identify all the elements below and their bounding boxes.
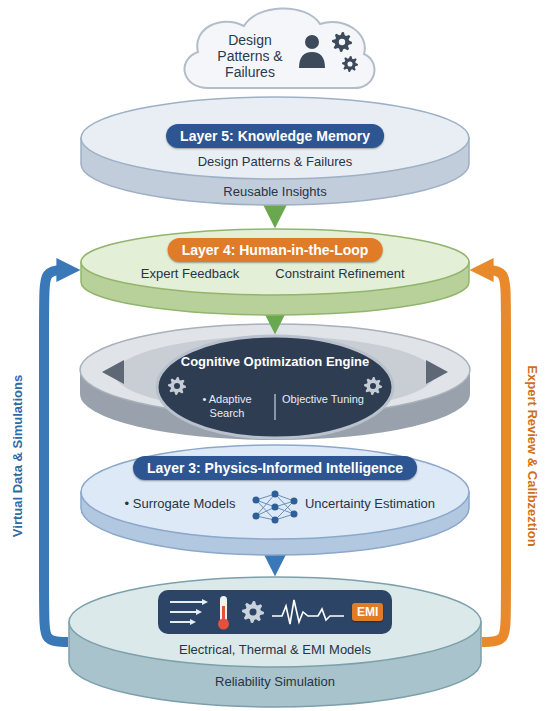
gear-icon bbox=[242, 601, 264, 623]
layer-text: Constraint Refinement bbox=[260, 266, 420, 282]
layer-title: Layer 3: Physics-Informed Intelligence bbox=[147, 460, 403, 476]
gear-hole bbox=[347, 61, 352, 66]
emi-label: EMI bbox=[357, 605, 378, 619]
engine-title: Cognitive Optimization Engine bbox=[175, 354, 375, 370]
layer-text: Reliability Simulation bbox=[68, 674, 482, 690]
layer-title-pill: Layer 4: Human-in-the-Loop bbox=[168, 238, 383, 262]
network-node bbox=[291, 498, 298, 505]
flow-arrow bbox=[271, 316, 280, 320]
edge-label: Virtual Data & Simulations bbox=[10, 375, 26, 537]
cloud-outline bbox=[185, 8, 375, 88]
person-icon bbox=[305, 35, 319, 49]
thermometer-icon bbox=[220, 596, 227, 622]
disk-face bbox=[69, 577, 481, 667]
gear-icon bbox=[168, 377, 186, 395]
simulation-panel bbox=[158, 590, 392, 634]
layer-title-pill: Layer 3: Physics-Informed Intelligence bbox=[133, 456, 417, 480]
engine-text: Objective Tuning bbox=[281, 392, 365, 406]
knowledge-cloud: Design Patterns & Failures bbox=[170, 2, 380, 94]
disk-face bbox=[81, 445, 469, 539]
disk-face bbox=[81, 229, 469, 295]
cloud-text: Design Patterns & Failures bbox=[206, 32, 294, 80]
network-node bbox=[272, 517, 279, 524]
engine-outline bbox=[157, 336, 393, 438]
circuit-wire bbox=[202, 599, 208, 605]
gear-hole bbox=[370, 383, 376, 389]
feedback-arrow bbox=[44, 270, 68, 642]
network-node bbox=[291, 511, 298, 518]
layer-title-pill: Layer 5: Knowledge Memory bbox=[166, 124, 384, 148]
gear-hole bbox=[339, 39, 345, 45]
layer-disk: • Surrogate Models Uncertainty Estimation… bbox=[80, 444, 470, 556]
gear-icon bbox=[332, 32, 352, 52]
feedback-arrow bbox=[482, 270, 506, 642]
thermometer-icon bbox=[218, 619, 229, 630]
gear-hole bbox=[174, 383, 180, 389]
gear-hole bbox=[250, 609, 257, 616]
layer-disk: Electrical, Thermal & EMI ModelsReliabil… bbox=[68, 576, 482, 708]
disk-face bbox=[81, 97, 469, 179]
circuit-wire bbox=[170, 601, 206, 603]
engine-ellipse: Cognitive Optimization Engine • Adaptive … bbox=[155, 334, 395, 440]
layer-text: Electrical, Thermal & EMI Models bbox=[68, 642, 482, 658]
emi-tag: EMI bbox=[352, 603, 383, 621]
layer-text: Design Patterns & Failures bbox=[80, 154, 470, 170]
layer-title: Layer 4: Human-in-the-Loop bbox=[182, 242, 369, 258]
gear-icon bbox=[342, 56, 358, 72]
layer-text: Uncertainty Estimation bbox=[290, 496, 450, 512]
network-node bbox=[272, 491, 279, 498]
layer-disk: Design Patterns & FailuresReusable Insig… bbox=[80, 96, 470, 206]
circuit-wire bbox=[170, 611, 200, 613]
edge-label: Expert Review & Calibzeztion bbox=[524, 365, 540, 546]
layer-title: Layer 5: Knowledge Memory bbox=[180, 128, 370, 144]
layer-text: Reusable Insights bbox=[80, 184, 470, 200]
layer-text: Expert Feedback bbox=[125, 266, 255, 282]
gear-icon bbox=[364, 377, 382, 395]
ellipse-outline bbox=[155, 334, 395, 440]
person-icon bbox=[299, 52, 325, 68]
layer-text: • Surrogate Models bbox=[110, 496, 250, 512]
cycle-arrow bbox=[102, 360, 124, 384]
network-node bbox=[272, 504, 279, 511]
waveform bbox=[272, 600, 344, 624]
network-link bbox=[275, 501, 294, 520]
flow-arrow bbox=[271, 556, 280, 562]
network-node bbox=[253, 497, 260, 504]
layer-disk: Expert Feedback Constraint Refinement Laye… bbox=[80, 228, 470, 316]
divider-line bbox=[274, 394, 276, 420]
cycle-arrow bbox=[426, 360, 448, 384]
circuit-wire bbox=[196, 609, 202, 615]
network-node bbox=[253, 513, 260, 520]
circuit-wire bbox=[190, 619, 196, 625]
flow-arrow bbox=[271, 206, 280, 214]
engine-text: • Adaptive Search bbox=[185, 392, 269, 420]
